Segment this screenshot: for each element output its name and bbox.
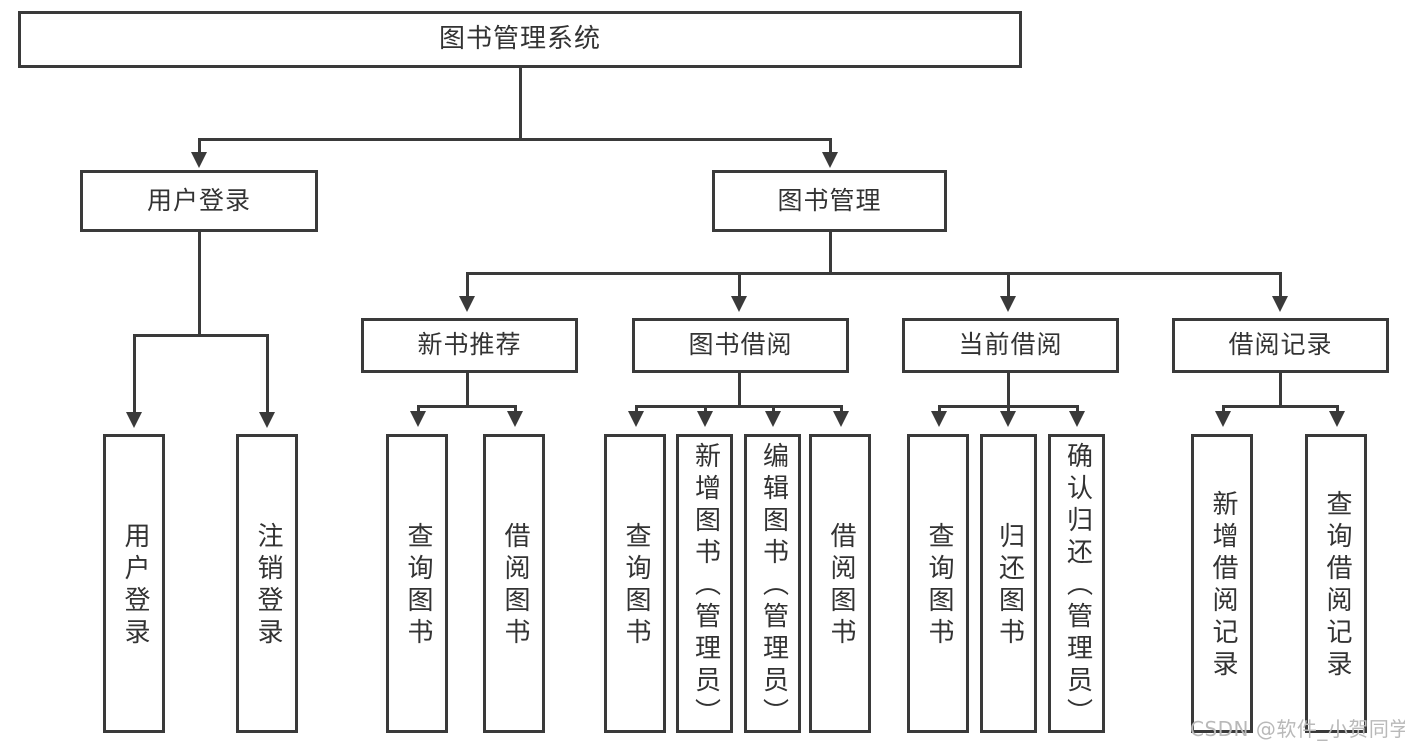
node-user-login[interactable]: 用户登录	[80, 170, 318, 232]
node-book-manage[interactable]: 图书管理	[712, 170, 947, 232]
node-leaf-add-record[interactable]: 新增借阅记录	[1191, 434, 1253, 733]
node-leaf-query-book-1[interactable]: 查询图书	[386, 434, 448, 733]
edge-book-manage-drop-1	[466, 272, 469, 298]
edge-user-login-stem	[198, 232, 201, 337]
node-leaf-query-book-2-label: 查询图书	[620, 521, 651, 650]
node-leaf-add-book[interactable]: 新增图书（管理员）	[676, 434, 733, 733]
edge-current-borrow-drop-2	[1007, 405, 1010, 413]
arrow-current-borrow-to-confirm-return	[1069, 411, 1085, 427]
node-leaf-edit-book[interactable]: 编辑图书（管理员）	[744, 434, 801, 733]
edge-new-book-rec-bus	[417, 405, 517, 408]
edge-book-borrow-drop-1	[635, 405, 638, 413]
node-current-borrow[interactable]: 当前借阅	[902, 318, 1119, 373]
node-new-book-rec-label: 新书推荐	[417, 330, 522, 360]
arrow-new-book-rec-to-query-book	[410, 411, 426, 427]
node-leaf-query-book-1-label: 查询图书	[402, 521, 433, 650]
node-leaf-user-login[interactable]: 用户登录	[103, 434, 165, 733]
arrow-book-manage-to-new-book-rec	[459, 296, 475, 312]
node-leaf-query-record[interactable]: 查询借阅记录	[1305, 434, 1367, 733]
edge-user-login-drop-2	[266, 334, 269, 414]
edge-book-manage-drop-4	[1279, 272, 1282, 298]
edge-root-to-book-manage-drop	[829, 138, 832, 156]
node-user-login-label: 用户登录	[146, 185, 251, 215]
node-leaf-confirm-return-label: 确认归还（管理员）	[1062, 441, 1093, 730]
node-leaf-query-book-2[interactable]: 查询图书	[604, 434, 666, 733]
node-root-label: 图书管理系统	[438, 23, 601, 54]
edge-book-manage-drop-3	[1007, 272, 1010, 298]
edge-current-borrow-stem	[1007, 373, 1010, 408]
node-book-borrow-label: 图书借阅	[688, 330, 793, 360]
arrow-borrow-record-to-query-record	[1329, 411, 1345, 427]
arrow-user-login-to-leaf-user-login	[126, 412, 142, 428]
arrow-new-book-rec-to-borrow-book	[507, 411, 523, 427]
edge-root-bus	[198, 138, 832, 141]
arrow-book-manage-to-borrow-record	[1272, 296, 1288, 312]
edge-user-login-drop-1	[133, 334, 136, 414]
node-leaf-add-book-label: 新增图书（管理员）	[690, 441, 721, 730]
node-leaf-return-book[interactable]: 归还图书	[980, 434, 1037, 733]
edge-book-borrow-drop-3	[772, 405, 775, 413]
node-leaf-query-book-3-label: 查询图书	[923, 521, 954, 650]
arrow-borrow-record-to-add-record	[1215, 411, 1231, 427]
node-borrow-record-label: 借阅记录	[1228, 330, 1333, 360]
edge-borrow-record-drop-1	[1222, 405, 1225, 413]
node-leaf-borrow-book-2[interactable]: 借阅图书	[809, 434, 871, 733]
node-leaf-edit-book-label: 编辑图书（管理员）	[758, 441, 789, 730]
arrow-book-borrow-to-query-book	[628, 411, 644, 427]
edge-new-book-rec-stem	[466, 373, 469, 408]
node-book-borrow[interactable]: 图书借阅	[632, 318, 849, 373]
edge-new-book-rec-drop-2	[514, 405, 517, 413]
node-leaf-confirm-return[interactable]: 确认归还（管理员）	[1048, 434, 1105, 733]
edge-root-stem	[519, 68, 522, 140]
node-leaf-add-record-label: 新增借阅记录	[1207, 489, 1238, 682]
node-leaf-query-record-label: 查询借阅记录	[1321, 489, 1352, 682]
edge-book-borrow-drop-4	[840, 405, 843, 413]
node-leaf-borrow-book-1[interactable]: 借阅图书	[483, 434, 545, 733]
edge-borrow-record-drop-2	[1336, 405, 1339, 413]
edge-current-borrow-drop-3	[1076, 405, 1079, 413]
node-new-book-rec[interactable]: 新书推荐	[361, 318, 578, 373]
arrow-current-borrow-to-query-book	[931, 411, 947, 427]
arrow-root-to-book-manage	[822, 152, 838, 168]
arrow-book-borrow-to-add-book	[697, 411, 713, 427]
edge-book-borrow-drop-2	[704, 405, 707, 413]
node-book-manage-label: 图书管理	[777, 185, 882, 215]
node-leaf-query-book-3[interactable]: 查询图书	[907, 434, 969, 733]
edge-new-book-rec-drop-1	[417, 405, 420, 413]
node-leaf-borrow-book-2-label: 借阅图书	[825, 521, 856, 650]
node-leaf-logout[interactable]: 注销登录	[236, 434, 298, 733]
edge-root-to-user-login-drop	[198, 138, 201, 156]
edge-current-borrow-drop-1	[938, 405, 941, 413]
edge-borrow-record-stem	[1279, 373, 1282, 408]
arrow-root-to-user-login	[191, 152, 207, 168]
node-leaf-user-login-label: 用户登录	[119, 521, 150, 650]
node-root[interactable]: 图书管理系统	[18, 11, 1022, 68]
watermark: CSDN @软件_小贺同学	[1190, 717, 1405, 741]
arrow-book-manage-to-current-borrow	[1000, 296, 1016, 312]
node-borrow-record[interactable]: 借阅记录	[1172, 318, 1389, 373]
arrow-book-manage-to-book-borrow	[731, 296, 747, 312]
node-leaf-borrow-book-1-label: 借阅图书	[499, 521, 530, 650]
edge-book-borrow-bus	[635, 405, 843, 408]
edge-book-manage-bus	[466, 272, 1282, 275]
edge-book-borrow-stem	[738, 373, 741, 408]
node-current-borrow-label: 当前借阅	[958, 330, 1063, 360]
arrow-user-login-to-leaf-logout	[259, 412, 275, 428]
edge-book-manage-drop-2	[738, 272, 741, 298]
node-leaf-return-book-label: 归还图书	[994, 521, 1025, 650]
edge-borrow-record-bus	[1222, 405, 1339, 408]
edge-user-login-bus	[133, 334, 266, 337]
arrow-book-borrow-to-borrow-book	[833, 411, 849, 427]
edge-book-manage-stem	[829, 232, 832, 275]
arrow-book-borrow-to-edit-book	[765, 411, 781, 427]
arrow-current-borrow-to-return-book	[1000, 411, 1016, 427]
node-leaf-logout-label: 注销登录	[252, 521, 283, 650]
